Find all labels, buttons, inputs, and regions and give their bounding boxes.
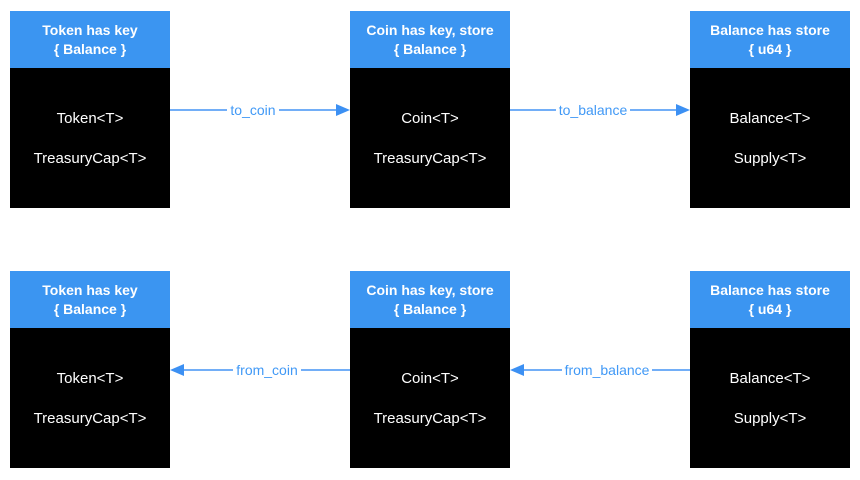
box-title-line2: { u64 } [748, 40, 792, 57]
box-title-line1: Balance has store [710, 281, 830, 298]
box-field: Coin<T> [401, 109, 459, 127]
struct-box-token-row1: Token has key { Balance } Token<T> Treas… [10, 11, 170, 208]
arrowhead-left-icon [510, 364, 524, 376]
struct-box-balance-row1: Balance has store { u64 } Balance<T> Sup… [690, 11, 850, 208]
box-header: Token has key { Balance } [10, 11, 170, 68]
arrow-line [300, 369, 350, 371]
arrow-label: to_balance [558, 102, 628, 118]
box-title-line2: { u64 } [748, 300, 792, 317]
box-field: TreasuryCap<T> [33, 149, 147, 167]
box-title-line2: { Balance } [393, 300, 467, 317]
box-field: Token<T> [56, 109, 124, 127]
box-title-line2: { Balance } [53, 40, 127, 57]
box-field: TreasuryCap<T> [373, 149, 487, 167]
struct-box-balance-row2: Balance has store { u64 } Balance<T> Sup… [690, 271, 850, 468]
box-field: TreasuryCap<T> [33, 409, 147, 427]
arrowhead-right-icon [676, 104, 691, 116]
box-field: Token<T> [56, 369, 124, 387]
box-header: Coin has key, store { Balance } [350, 271, 510, 328]
box-title-line1: Token has key [42, 21, 138, 38]
arrow-label: from_coin [236, 362, 298, 378]
arrow-line [630, 109, 677, 111]
box-title-line2: { Balance } [53, 300, 127, 317]
box-header: Balance has store { u64 } [690, 11, 850, 68]
arrow-to-coin: to_coin [170, 102, 350, 118]
arrow-line [524, 369, 562, 371]
struct-box-token-row2: Token has key { Balance } Token<T> Treas… [10, 271, 170, 468]
arrow-line [170, 109, 228, 111]
box-title-line1: Balance has store [710, 21, 830, 38]
struct-box-coin-row1: Coin has key, store { Balance } Coin<T> … [350, 11, 510, 208]
box-body: Token<T> TreasuryCap<T> [10, 68, 170, 208]
box-body: Coin<T> TreasuryCap<T> [350, 328, 510, 468]
arrow-label: from_balance [564, 362, 650, 378]
box-field: Balance<T> [729, 369, 811, 387]
arrow-from-coin: from_coin [170, 362, 350, 378]
struct-box-coin-row2: Coin has key, store { Balance } Coin<T> … [350, 271, 510, 468]
box-header: Coin has key, store { Balance } [350, 11, 510, 68]
box-field: Balance<T> [729, 109, 811, 127]
arrow-line [278, 109, 336, 111]
box-field: Coin<T> [401, 369, 459, 387]
arrow-from-balance: from_balance [510, 362, 691, 378]
arrow-label: to_coin [230, 102, 276, 118]
box-body: Token<T> TreasuryCap<T> [10, 328, 170, 468]
arrow-to-balance: to_balance [510, 102, 691, 118]
box-field: Supply<T> [733, 149, 807, 167]
box-title-line1: Coin has key, store [366, 21, 494, 38]
box-body: Coin<T> TreasuryCap<T> [350, 68, 510, 208]
box-body: Balance<T> Supply<T> [690, 68, 850, 208]
box-header: Token has key { Balance } [10, 271, 170, 328]
box-field: TreasuryCap<T> [373, 409, 487, 427]
arrow-line [652, 369, 691, 371]
box-field: Supply<T> [733, 409, 807, 427]
arrowhead-left-icon [170, 364, 184, 376]
arrowhead-right-icon [336, 104, 350, 116]
arrow-line [184, 369, 234, 371]
box-title-line1: Coin has key, store [366, 281, 494, 298]
box-header: Balance has store { u64 } [690, 271, 850, 328]
box-body: Balance<T> Supply<T> [690, 328, 850, 468]
box-title-line1: Token has key [42, 281, 138, 298]
box-title-line2: { Balance } [393, 40, 467, 57]
arrow-line [510, 109, 556, 111]
